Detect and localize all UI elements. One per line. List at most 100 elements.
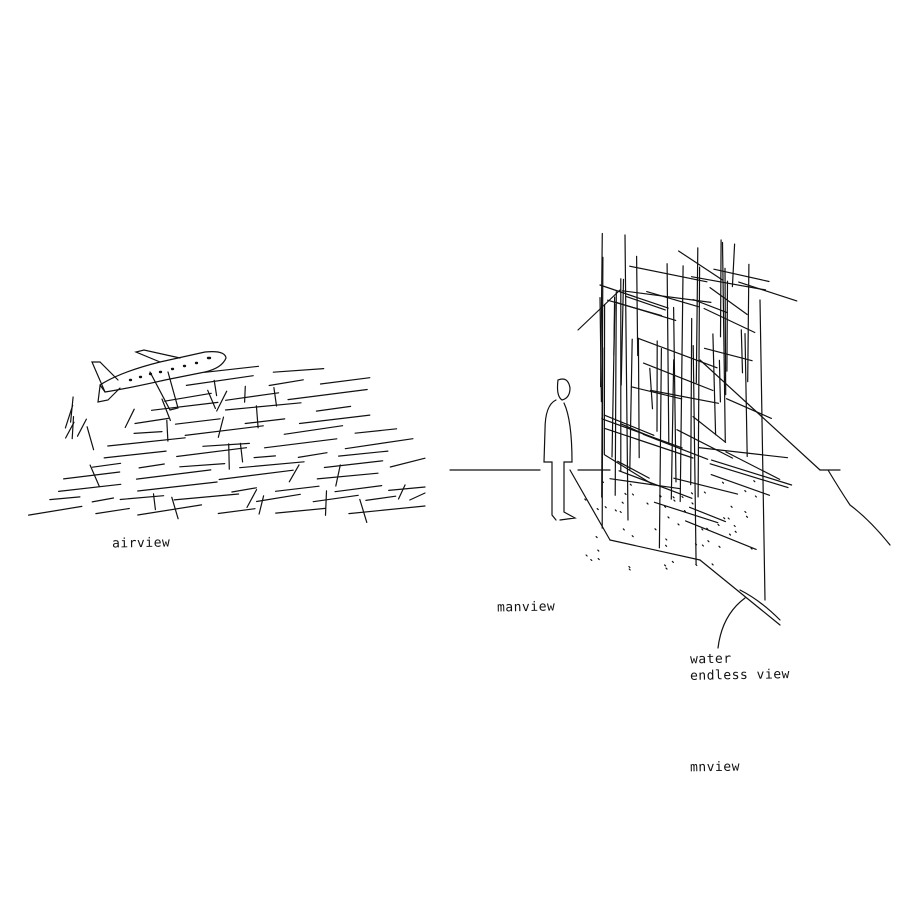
water-dot bbox=[585, 554, 588, 557]
wall-edge bbox=[759, 299, 766, 601]
ground-stroke bbox=[152, 493, 156, 511]
water-dot bbox=[683, 510, 686, 513]
ground-stroke bbox=[225, 392, 280, 401]
ground-stroke bbox=[95, 507, 130, 515]
wall-stroke bbox=[666, 263, 670, 443]
ground-stroke bbox=[334, 485, 383, 493]
wall-stroke bbox=[724, 267, 727, 396]
water-dot bbox=[701, 544, 704, 547]
wall-stroke bbox=[617, 460, 650, 479]
wall-stroke bbox=[709, 287, 748, 316]
wall-stroke bbox=[709, 463, 789, 489]
water-dot bbox=[707, 540, 710, 543]
wall-stroke bbox=[600, 232, 603, 388]
wall-edge bbox=[699, 359, 821, 471]
wall-stroke bbox=[692, 416, 727, 443]
ground-stroke bbox=[71, 416, 75, 440]
wall-stroke bbox=[603, 427, 694, 459]
wall-stroke bbox=[712, 333, 717, 436]
wall-stroke bbox=[725, 451, 781, 480]
wall-stroke bbox=[621, 290, 712, 303]
ground-stroke bbox=[409, 492, 426, 501]
ground-stroke bbox=[344, 438, 414, 450]
ground-stroke bbox=[216, 390, 228, 412]
water-dot bbox=[659, 495, 662, 498]
ground-stroke bbox=[338, 450, 389, 457]
water-dot bbox=[701, 528, 704, 531]
ground-stroke bbox=[256, 493, 301, 503]
ground-stroke bbox=[204, 365, 260, 373]
ground-stroke bbox=[319, 377, 371, 385]
wall-stroke bbox=[653, 501, 719, 524]
wall-edge bbox=[624, 234, 629, 521]
ground-stroke bbox=[324, 490, 328, 516]
water-dot bbox=[597, 549, 600, 552]
ground-stroke bbox=[137, 504, 203, 516]
water-dot bbox=[590, 558, 593, 562]
water-dot bbox=[744, 490, 747, 493]
water-dot bbox=[754, 495, 757, 498]
ground-stroke bbox=[239, 461, 305, 469]
wall-stroke bbox=[646, 291, 699, 308]
wall-stroke bbox=[649, 367, 654, 410]
ground-stroke bbox=[217, 508, 256, 515]
wall-stroke bbox=[673, 477, 739, 495]
ground-stroke bbox=[213, 379, 218, 397]
wall-stroke bbox=[731, 243, 736, 288]
ground-stroke bbox=[70, 396, 74, 423]
water-dot bbox=[664, 564, 667, 567]
water-dot bbox=[654, 528, 657, 531]
wall-stroke bbox=[678, 250, 723, 281]
wall-stroke bbox=[719, 239, 722, 338]
wall-stroke bbox=[738, 281, 798, 302]
wall-stroke bbox=[609, 478, 681, 490]
water-dot bbox=[677, 523, 680, 526]
ground-stroke bbox=[239, 442, 244, 463]
ground-stroke bbox=[171, 496, 179, 520]
water-dot bbox=[691, 502, 694, 505]
wall-stroke bbox=[692, 345, 697, 565]
label-mnview: mnview bbox=[689, 759, 741, 776]
water-dot bbox=[727, 517, 730, 520]
ground-stroke bbox=[174, 418, 221, 425]
wall-stroke bbox=[710, 474, 771, 496]
water-dot bbox=[631, 493, 635, 496]
wall-stroke bbox=[718, 359, 721, 403]
wall-stroke bbox=[690, 317, 693, 486]
ground-stroke bbox=[86, 426, 95, 451]
ground-stroke bbox=[58, 483, 122, 492]
water-dot bbox=[718, 545, 721, 548]
wall-stroke bbox=[618, 470, 693, 499]
ground-stroke bbox=[297, 452, 328, 458]
wall-stroke bbox=[692, 298, 728, 314]
water-dot bbox=[694, 543, 698, 546]
wall-stroke bbox=[614, 291, 617, 496]
ground-stroke bbox=[218, 469, 294, 481]
water-dot bbox=[734, 530, 737, 533]
ground-stroke bbox=[258, 495, 265, 515]
wall-stroke bbox=[670, 359, 675, 500]
water-dot bbox=[721, 481, 725, 484]
water-dot bbox=[750, 547, 753, 550]
wall-stroke bbox=[685, 520, 757, 550]
ground-stroke bbox=[388, 486, 426, 491]
man-figure-drawing bbox=[449, 378, 611, 521]
water-dot bbox=[681, 495, 684, 499]
ground-stroke bbox=[315, 405, 352, 412]
ground-stroke bbox=[231, 487, 257, 493]
ground-stroke bbox=[354, 428, 398, 434]
water-dot bbox=[595, 536, 598, 539]
wall-stroke bbox=[636, 337, 718, 369]
ground-stroke bbox=[49, 496, 81, 501]
wall-stroke bbox=[630, 386, 683, 400]
water-dot bbox=[671, 560, 674, 563]
ground-stroke bbox=[202, 442, 250, 447]
wall-stroke bbox=[614, 301, 677, 321]
ground-stroke bbox=[268, 379, 304, 387]
ground-stroke bbox=[173, 493, 240, 501]
ground-stroke bbox=[298, 414, 371, 425]
ground-stroke bbox=[348, 505, 426, 515]
wall-stroke bbox=[636, 255, 639, 357]
ground-stroke bbox=[323, 460, 384, 469]
